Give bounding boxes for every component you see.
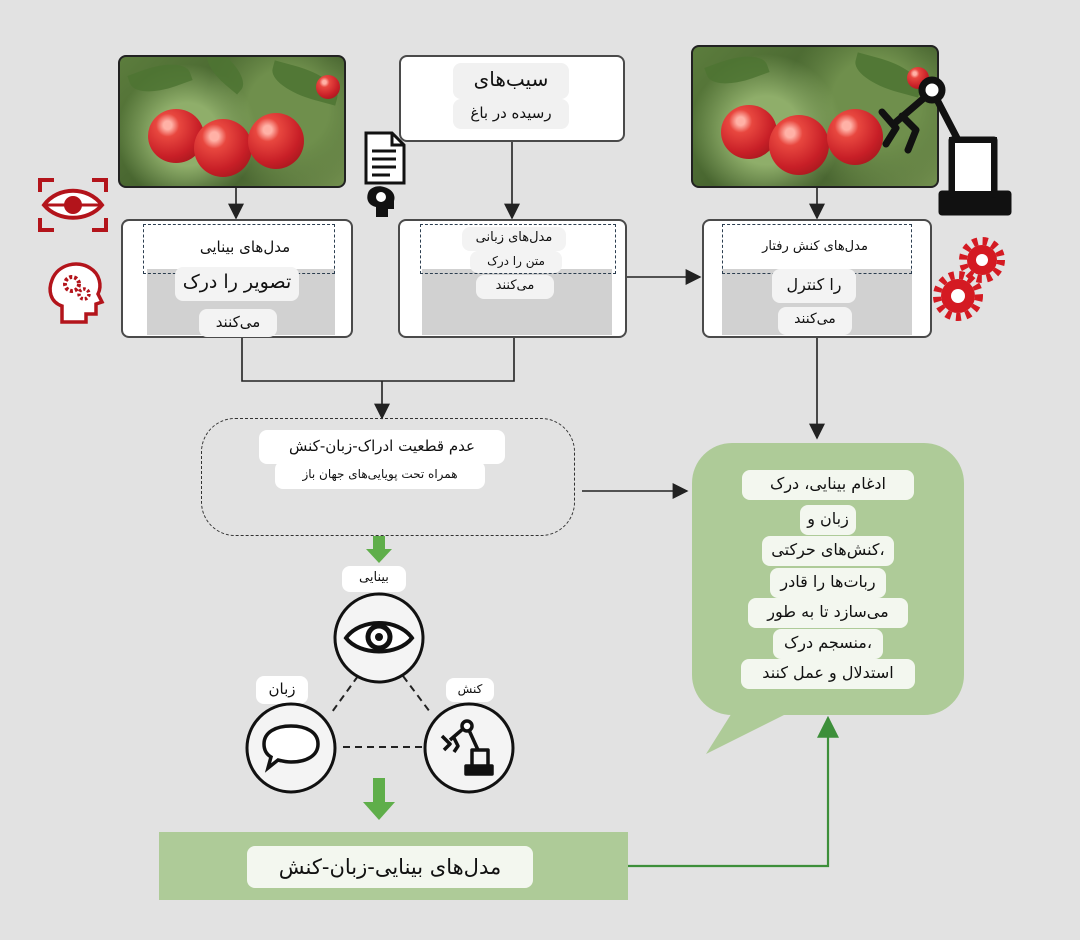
action-circle-robot-icon — [423, 702, 515, 794]
action-model-box: مدل‌های کنش رفتار را کنترل می‌کنند — [702, 219, 932, 338]
uncertainty-box: عدم قطعیت ادراک-زبان-کنش همراه تحت پویای… — [201, 418, 575, 536]
action-model-line3: می‌کنند — [778, 307, 852, 335]
triad-line-left — [331, 675, 359, 713]
result-box: مدل‌های بینایی-زبان-کنش — [159, 832, 628, 900]
triad-vision-label: بینایی — [342, 566, 406, 592]
integration-line: کنش‌های حرکتی، — [762, 536, 894, 566]
green-arrow-2 — [363, 778, 395, 820]
uncertainty-line1: عدم قطعیت ادراک-زبان-کنش — [259, 430, 505, 464]
robot-arm-icon — [878, 76, 1012, 216]
green-arrow-1 — [366, 536, 392, 563]
vision-model-box: مدل‌های بینایی تصویر را درک می‌کنند — [121, 219, 353, 338]
integration-line: استدلال و عمل کنند — [741, 659, 915, 689]
integration-line: ربات‌ها را قادر — [770, 568, 886, 598]
vision-model-line2: تصویر را درک — [175, 267, 299, 301]
language-model-box: مدل‌های زبانی متن را درک می‌کنند — [398, 219, 627, 338]
integration-line: زبان و — [800, 505, 856, 535]
integration-line: منسجم درک، — [773, 629, 883, 659]
arrow-result-integration — [628, 715, 839, 868]
language-model-line1: مدل‌های زبانی — [462, 227, 566, 251]
language-model-line3: می‌کنند — [476, 275, 554, 299]
uncertainty-line2: همراه تحت پویایی‌های جهان باز — [275, 461, 485, 489]
vision-model-line3: می‌کنند — [199, 309, 277, 337]
merge-line — [241, 338, 515, 382]
apple-photo-right — [691, 45, 939, 188]
language-circle-speech-icon — [245, 702, 337, 794]
triad-language-label: زبان — [256, 676, 308, 704]
triad-action-label: کنش — [446, 678, 494, 702]
integration-line: ادغام بینایی، درک — [742, 470, 914, 500]
language-model-line2: متن را درک — [470, 251, 562, 273]
vision-model-line1: مدل‌های بینایی — [183, 231, 307, 263]
document-icon — [364, 131, 406, 217]
action-model-line1: مدل‌های کنش رفتار — [742, 233, 888, 263]
apple-photo-left — [118, 55, 346, 188]
integration-line: می‌سازد تا به طور — [748, 598, 908, 628]
triad-line-right — [402, 675, 431, 713]
action-model-line2: را کنترل — [772, 269, 856, 303]
input-text-line1: سیب‌های — [453, 63, 569, 99]
input-text-box: سیب‌های رسیده در باغ — [399, 55, 625, 142]
head-gears-icon — [48, 262, 105, 324]
input-text-line2: رسیده در باغ — [453, 99, 569, 129]
result-label: مدل‌های بینایی-زبان-کنش — [247, 846, 533, 888]
gears-icon — [933, 237, 1005, 321]
vision-circle-eye-icon — [333, 592, 425, 684]
eye-scan-icon — [38, 178, 108, 232]
